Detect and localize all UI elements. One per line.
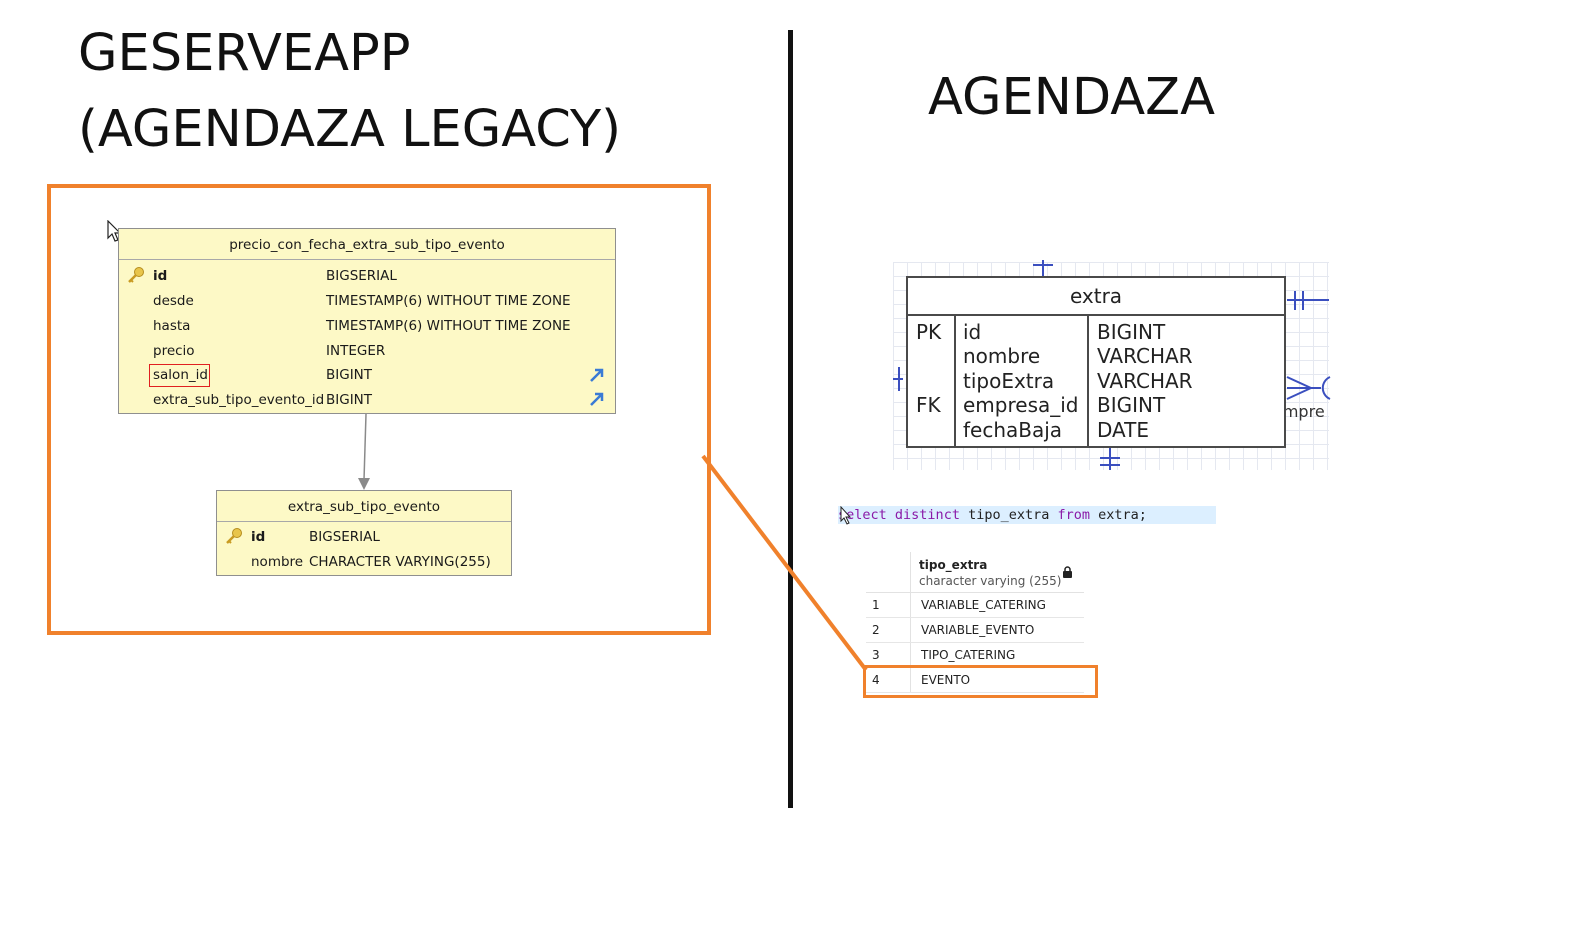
sql-keyword: from: [1057, 507, 1091, 523]
field-name: nombre: [251, 554, 304, 570]
field-type: TIMESTAMP(6) WITHOUT TIME ZONE: [326, 293, 571, 309]
relationship-markers: [893, 260, 1331, 470]
column-separator: [1087, 316, 1089, 446]
field-name: id: [153, 268, 168, 284]
field-name: precio: [153, 343, 195, 359]
row-number: 4: [872, 673, 880, 687]
field-type: VARCHAR: [1097, 344, 1193, 368]
field-name: empresa_id: [963, 393, 1079, 417]
foreign-key-arrow-icon: [590, 392, 604, 406]
table-header: extra: [908, 278, 1284, 316]
field-name: nombre: [963, 344, 1041, 368]
field-type: VARCHAR: [1097, 369, 1193, 393]
field-name: extra_sub_tipo_evento_id: [153, 392, 325, 408]
callout-line: [701, 454, 868, 672]
column-separator: [910, 643, 911, 667]
table-header: precio_con_fecha_extra_sub_tipo_evento: [119, 229, 615, 260]
field-name: id: [251, 529, 266, 545]
field-type: BIGINT: [326, 367, 373, 383]
relation-line: [363, 413, 367, 481]
sql-keyword: distinct: [894, 507, 960, 523]
result-row[interactable]: 2 VARIABLE_EVENTO: [866, 618, 1084, 643]
erd-table-extra-sub-tipo-evento[interactable]: extra_sub_tipo_evento id BIGSERIAL nombr…: [216, 490, 512, 576]
legacy-diagram-frame: [47, 184, 711, 635]
field-type: TIMESTAMP(6) WITHOUT TIME ZONE: [326, 318, 571, 334]
result-row[interactable]: 1 VARIABLE_CATERING: [866, 593, 1084, 618]
column-separator: [910, 618, 911, 642]
sql-keyword: select: [838, 507, 887, 523]
result-row-highlighted[interactable]: 4 EVENTO: [866, 668, 1084, 693]
relation-arrowhead: [358, 478, 370, 490]
erd-table-precio-con-fecha[interactable]: precio_con_fecha_extra_sub_tipo_evento i…: [118, 228, 616, 414]
sql-query[interactable]: select distinct tipo_extra from extra;: [838, 506, 1216, 524]
new-app-title: AGENDAZA: [928, 68, 1215, 127]
row-value: VARIABLE_CATERING: [921, 598, 1046, 612]
field-name: fechaBaja: [963, 418, 1063, 442]
lock-icon: [1063, 566, 1072, 578]
column-name: tipo_extra: [919, 558, 988, 572]
salon-id-highlight: [149, 364, 210, 387]
field-type: BIGINT: [1097, 393, 1166, 417]
field-type: BIGINT: [1097, 320, 1166, 344]
foreign-key-arrow-icon: [590, 368, 604, 382]
row-number: 1: [872, 598, 880, 612]
row-number: 3: [872, 648, 880, 662]
field-type: DATE: [1097, 418, 1150, 442]
field-name-salon-id: salon_id: [153, 367, 208, 383]
field-type: BIGSERIAL: [326, 268, 397, 284]
column-separator: [910, 593, 911, 617]
legacy-app-subtitle: (AGENDAZA LEGACY): [78, 100, 621, 159]
field-type: BIGINT: [326, 392, 373, 408]
field-name: tipoExtra: [963, 369, 1055, 393]
vertical-divider: [788, 30, 793, 808]
erd-table-extra[interactable]: extra PK FK id nombre tipoExtra empresa_…: [906, 276, 1286, 448]
column-separator: [910, 668, 911, 692]
table-header: extra_sub_tipo_evento: [217, 491, 511, 522]
evento-row-highlight: [863, 665, 1098, 698]
field-type: INTEGER: [326, 343, 386, 359]
field-name: id: [963, 320, 982, 344]
sql-column: tipo_extra: [968, 507, 1050, 523]
key-label-fk: FK: [916, 393, 941, 417]
column-separator: [954, 316, 956, 446]
field-name: desde: [153, 293, 194, 309]
primary-key-icon: [226, 528, 242, 544]
primary-key-icon: [128, 267, 144, 283]
field-name: hasta: [153, 318, 191, 334]
row-value: TIPO_CATERING: [921, 648, 1016, 662]
field-type: CHARACTER VARYING(255): [309, 554, 491, 570]
text-cursor-icon: [840, 506, 852, 525]
column-type: character varying (255): [919, 574, 1062, 588]
legacy-app-title: GESERVEAPP: [78, 24, 411, 83]
sql-table: extra;: [1098, 507, 1147, 523]
row-value: EVENTO: [921, 673, 971, 687]
row-value: VARIABLE_EVENTO: [921, 623, 1035, 637]
key-label-pk: PK: [916, 320, 942, 344]
field-type: BIGSERIAL: [309, 529, 380, 545]
row-number: 2: [872, 623, 880, 637]
column-separator: [910, 552, 911, 592]
result-header: tipo_extra character varying (255): [866, 552, 1084, 593]
